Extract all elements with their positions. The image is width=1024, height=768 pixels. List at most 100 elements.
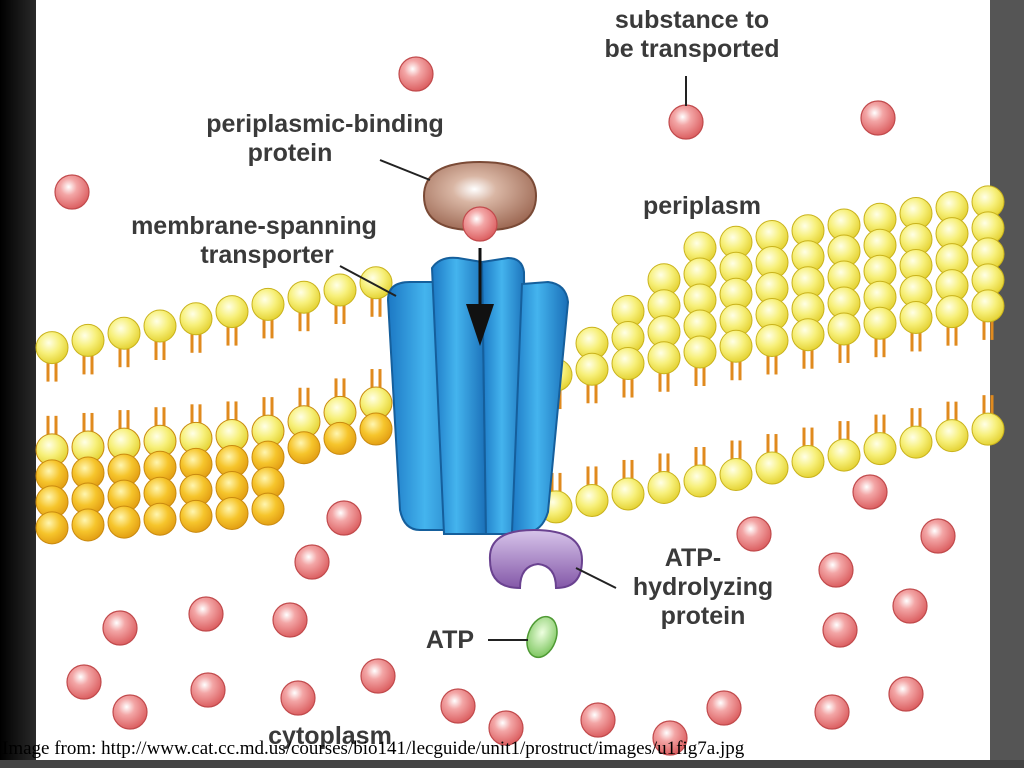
atp-hyd-label-line-2: hydrolyzing — [632, 573, 774, 601]
binding-label-line-1: periplasmic-binding — [206, 110, 444, 138]
substance-particle — [652, 720, 688, 756]
label-leader-lines — [339, 76, 687, 641]
lipid-head-upper-left — [287, 280, 321, 314]
lipid-head-lower-left — [179, 499, 213, 533]
lipid-head-upper-right — [647, 341, 681, 375]
periplasm-label: periplasm — [642, 192, 762, 220]
atp-molecule — [526, 615, 558, 659]
membrane-spanning-transporter-label: membrane-spanning transporter — [96, 212, 412, 270]
lipid-head-lower-right — [971, 412, 1005, 446]
lipid-head-upper-right — [575, 352, 609, 386]
substance-particle — [272, 602, 308, 638]
substance-particle — [190, 672, 226, 708]
cytoplasm-label: cytoplasm — [268, 722, 392, 750]
lipid-head-lower-right — [719, 458, 753, 492]
substance-particle — [888, 676, 924, 712]
lipid-head-lower-right — [863, 432, 897, 466]
lipid-head-lower-right — [683, 464, 717, 498]
membrane-spanning-transporter — [386, 248, 570, 535]
right-frame-bar — [990, 0, 1024, 768]
substance-particle — [360, 658, 396, 694]
lipid-head-upper-right — [611, 347, 645, 381]
atp-hyd-label-line-1: ATP- — [664, 544, 722, 572]
lipid-head-upper-left — [71, 323, 105, 357]
substance-particle — [860, 100, 896, 136]
lipid-bilayer — [35, 185, 1005, 545]
transport-arrow-head — [466, 304, 494, 346]
substance-particle — [668, 104, 704, 140]
lipid-head-upper-right — [935, 295, 969, 329]
substance-particle — [462, 206, 498, 242]
lipid-head-lower-left — [215, 496, 249, 530]
lipid-head-upper-left — [107, 316, 141, 350]
left-frame-bar — [0, 0, 36, 768]
lipid-head-upper-right — [791, 318, 825, 352]
lipid-head-upper-left — [35, 331, 69, 365]
binding-label-line-2: protein — [247, 139, 333, 167]
periplasmic-binding-protein — [422, 160, 538, 232]
substance-particles — [54, 56, 956, 756]
substance-particle — [188, 596, 224, 632]
substance-particle — [280, 680, 316, 716]
lipid-head-upper-right — [755, 323, 789, 357]
lipid-head-upper-right — [863, 306, 897, 340]
substance-label-line-2: be transported — [604, 35, 780, 63]
lipid-head-lower-right — [755, 451, 789, 485]
substance-particle — [294, 544, 330, 580]
substance-particle — [102, 610, 138, 646]
lipid-head-lower-right — [647, 470, 681, 504]
substance-particle — [488, 710, 524, 746]
substance-particle — [54, 174, 90, 210]
lipid-head-lower-right — [611, 477, 645, 511]
lipid-head-upper-right — [899, 300, 933, 334]
substance-particle — [580, 702, 616, 738]
substance-particle — [852, 474, 888, 510]
lipid-head-upper-left — [179, 302, 213, 336]
substance-particle — [440, 688, 476, 724]
transporter-label-line-1: membrane-spanning — [131, 212, 377, 240]
substance-particle — [822, 612, 858, 648]
lipid-head-lower-left — [251, 492, 285, 526]
substance-label: substance to be transported — [572, 6, 812, 64]
substance-particle — [66, 664, 102, 700]
substance-particle — [326, 500, 362, 536]
lipid-head-lower-left — [143, 502, 177, 536]
binding-protein-leader-line — [379, 159, 431, 181]
lipid-head-upper-right — [971, 289, 1005, 323]
lipid-head-upper-left — [323, 273, 357, 307]
substance-particle — [706, 690, 742, 726]
lipid-head-lower-left — [359, 412, 393, 446]
lipid-head-lower-left — [35, 511, 69, 545]
substance-particle — [892, 588, 928, 624]
lipid-head-lower-left — [287, 431, 321, 465]
periplasmic-binding-protein-label: periplasmic-binding protein — [170, 110, 480, 168]
substance-particle — [920, 518, 956, 554]
atp-hyd-label-line-3: protein — [660, 602, 746, 630]
atp-hydrolyzing-protein — [488, 528, 584, 590]
substance-particle — [814, 694, 850, 730]
lipid-head-upper-left — [143, 309, 177, 343]
lipid-head-lower-right — [575, 483, 609, 517]
substance-particle — [398, 56, 434, 92]
lipid-head-upper-left — [215, 295, 249, 329]
lipid-head-upper-left — [359, 266, 393, 300]
substance-particle — [736, 516, 772, 552]
transporter-leader-line — [339, 265, 397, 297]
lipid-head-lower-right — [935, 419, 969, 453]
lipid-head-lower-left — [107, 505, 141, 539]
atp-hydrolyzing-leader-line — [575, 567, 617, 589]
image-source-caption: Image from: http://www.cat.cc.md.us/cour… — [2, 738, 745, 759]
bottom-frame-bar — [0, 760, 1024, 768]
lipid-head-lower-left — [323, 421, 357, 455]
substance-particle — [112, 694, 148, 730]
lipid-head-lower-left — [71, 508, 105, 542]
atp-hydrolyzing-protein-label: ATP- hydrolyzing protein — [608, 544, 798, 631]
transporter-label-line-2: transporter — [200, 241, 334, 269]
lipid-head-upper-right — [719, 329, 753, 363]
substance-particle — [818, 552, 854, 588]
lipid-head-upper-left — [251, 287, 285, 321]
lipid-head-upper-right — [827, 312, 861, 346]
substance-label-line-1: substance to — [614, 6, 770, 34]
